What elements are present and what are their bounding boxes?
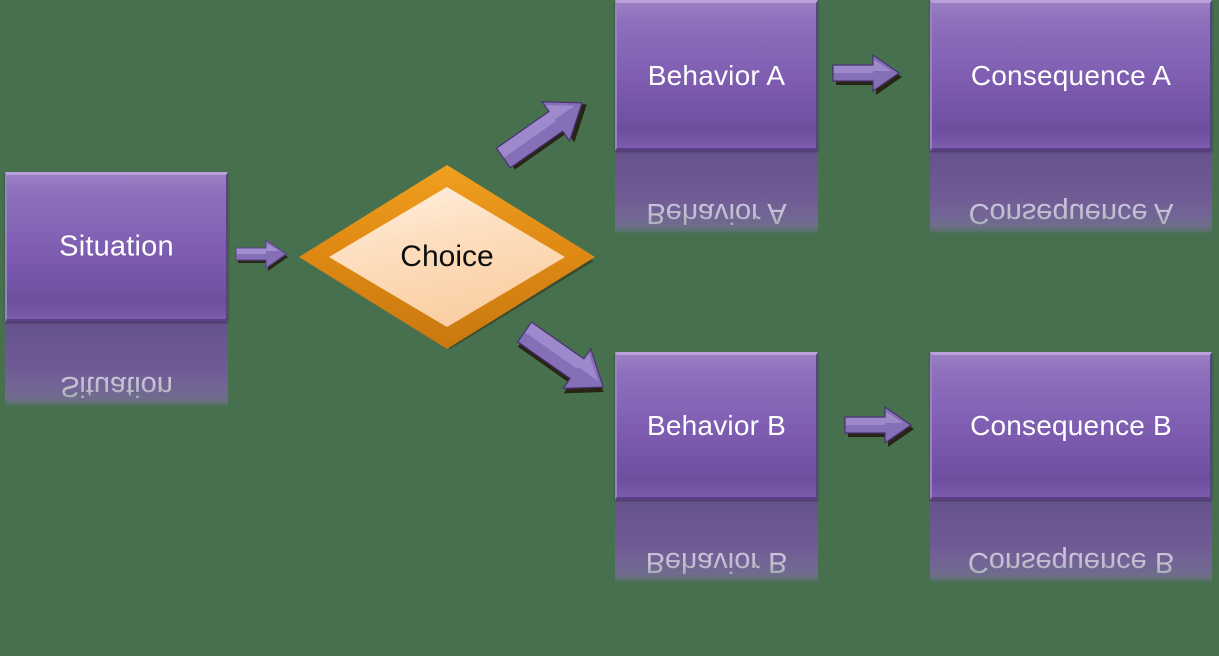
consequence-a-reflection: Consequence A [930,151,1212,233]
block-arrow-down-right-icon [516,321,605,394]
situation-reflection: Situation [5,322,228,406]
reflection-fade [615,151,818,233]
arrow-situation-to-choice[interactable] [235,239,296,280]
block-arrow-up-right-icon [495,100,587,170]
consequence-b-label: Consequence B [970,410,1172,441]
node-behavior-b[interactable]: Behavior B [615,352,818,500]
node-situation[interactable]: Situation [5,172,228,322]
reflection-body [615,500,818,582]
node-consequence-b[interactable]: Consequence B [930,352,1212,500]
arrow-behavior-a-to-consequence-a[interactable] [832,53,923,103]
block-arrow-right-icon [832,53,902,95]
node-behavior-a[interactable]: Behavior A [615,0,818,151]
reflection-fade [930,151,1212,233]
behavior-a-label: Behavior A [647,59,786,91]
reflection-body [5,322,228,406]
reflection-fade [615,500,818,582]
choice-label: Choice [400,240,494,273]
reflection-body [930,151,1212,233]
situation-label: Situation [59,230,174,263]
diamond-shape-icon [299,165,595,349]
consequence-b-reflection-label: Consequence B [967,546,1175,578]
block-arrow-right-icon [235,239,288,271]
consequence-a-label: Consequence A [970,59,1172,91]
block-arrow-right-icon [844,405,914,447]
consequence-a-reflection-label: Consequence A [968,197,1174,229]
arrow-behavior-b-to-consequence-b[interactable] [844,405,935,455]
behavior-a-reflection-label: Behavior A [646,197,787,229]
behavior-b-reflection-label: Behavior B [645,546,788,578]
behavior-b-label: Behavior B [647,410,786,441]
reflection-body [930,500,1212,582]
consequence-b-reflection: Consequence B [930,500,1212,582]
reflection-fade [930,500,1212,582]
node-consequence-a[interactable]: Consequence A [930,0,1212,151]
arrow-choice-to-behavior-b[interactable] [483,309,630,454]
situation-reflection-label: Situation [60,370,173,402]
node-choice[interactable]: Choice [297,163,597,351]
reflection-body [615,151,818,233]
behavior-a-reflection: Behavior A [615,151,818,233]
arrow-choice-to-behavior-a[interactable] [487,72,634,217]
reflection-fade [5,322,228,406]
behavior-b-reflection: Behavior B [615,500,818,582]
